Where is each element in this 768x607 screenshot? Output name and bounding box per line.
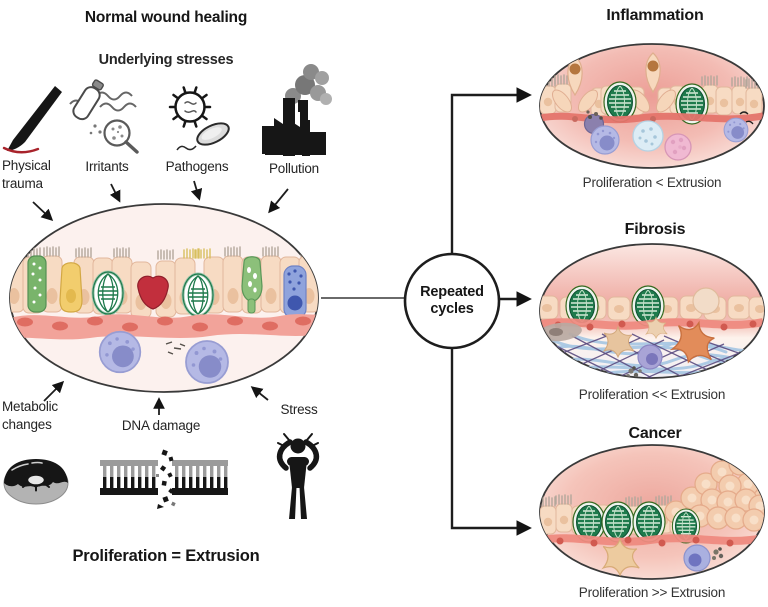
mitotic-spindle-icon [181,272,215,318]
mitotic-spindle-icon [601,501,635,543]
stress-label: Stress [280,402,318,417]
mitotic-spindle-icon [91,270,125,316]
physical-trauma-line1: Physical [2,158,51,173]
blue-cell [283,265,307,319]
physical-trauma-line2: trauma [2,175,43,191]
immune-cell-with-debris [683,544,724,572]
bottle-magnifier-icon [69,79,139,154]
repeated-cycles-label: Repeated cycles [404,284,500,318]
goblet-cell-green [241,256,263,314]
cancer-ellipse [539,444,765,580]
goblet-cell-speckled [27,255,47,313]
fibroblast-cells [540,316,721,378]
macrophage-cell [185,340,229,384]
pathogens-label: Pathogens [165,159,229,174]
hypertrophic-cell [692,287,720,315]
fibrosis-ellipse [539,243,765,379]
debris-particles [165,341,186,355]
macrophage-cell [98,330,142,374]
underlying-stresses-label: Underlying stresses [98,52,234,68]
fibrosis-caption: Proliferation << Extrusion [578,387,726,402]
repeated-cycles-line1: Repeated [420,284,484,300]
physical-trauma-label: Physical trauma [2,157,72,192]
pollution-label: Pollution [269,161,319,176]
repeated-cycles-node [403,252,501,350]
fibrosis-title: Fibrosis [624,221,686,238]
inflammation-ellipse [539,43,765,169]
healthy-tissue-ellipse [9,203,319,393]
main-title: Normal wound healing [84,9,248,26]
immune-infiltrate [583,110,754,161]
dna-damage-label: DNA damage [121,418,201,433]
virus-bacterium-icon [168,86,230,151]
metabolic-changes-label: Metabolic changes [2,398,82,433]
metabolic-line1: Metabolic [2,399,58,414]
metabolic-line2: changes [2,416,52,432]
connector-lines [321,87,532,536]
extruding-dying-cell [137,275,169,310]
stressor-arrows [32,180,289,415]
broken-dna-icon [100,449,228,509]
cancer-caption: Proliferation >> Extrusion [578,585,726,600]
balance-label: Proliferation = Extrusion [72,547,260,565]
senescent-yellow-cell [59,262,83,313]
stressed-person-icon [276,433,320,519]
donut-icon [3,459,69,505]
scalpel-icon [2,86,62,154]
cancer-title: Cancer [628,425,682,442]
inflammation-title: Inflammation [606,7,704,24]
factory-smoke-icon [262,64,332,156]
inflammation-caption: Proliferation < Extrusion [582,175,722,190]
basal-membrane [10,314,318,340]
dna-fragments [156,449,176,509]
repeated-cycles-line2: cycles [430,301,474,317]
irritants-label: Irritants [85,159,129,174]
